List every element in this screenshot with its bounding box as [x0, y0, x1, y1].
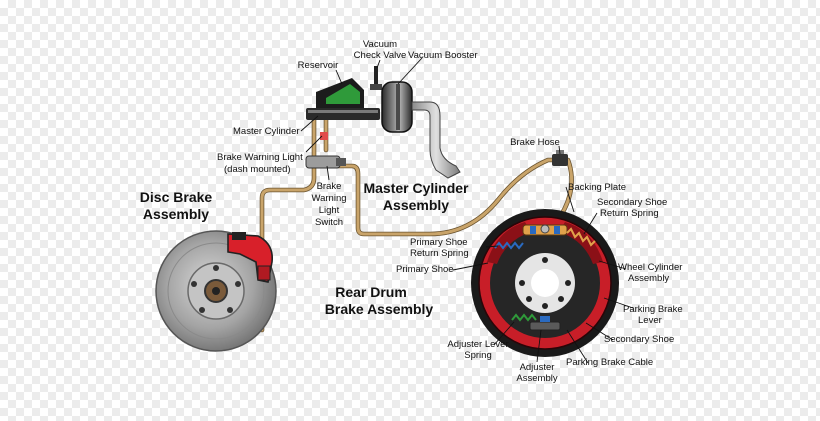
brake-pedal — [411, 101, 461, 179]
label-switch-warning: Warning — [311, 193, 346, 204]
warning-switch — [305, 155, 341, 169]
label-switch-light: Light — [319, 205, 340, 216]
brake-lines — [259, 115, 574, 333]
label-wheel-cylinder-1: Wheel Cylinder — [618, 262, 682, 273]
disc-brake-assembly — [155, 230, 277, 352]
title-brake-assembly: Brake Assembly — [325, 301, 434, 317]
title-disc-assembly: Assembly — [143, 206, 209, 222]
label-reservoir: Reservoir — [298, 60, 339, 71]
master-cylinder-assembly — [305, 66, 461, 179]
title-disc-brake: Disc Brake — [140, 189, 213, 205]
label-switch-switch: Switch — [315, 217, 343, 228]
label-parking-brake-cable: Parking Brake Cable — [566, 357, 653, 368]
label-brake-warning-light: Brake Warning Light — [217, 152, 303, 163]
secondary-shoe-return-spring — [566, 227, 596, 247]
label-backing-plate: Backing Plate — [568, 182, 626, 193]
label-primary-shoe-return-1: Primary Shoe — [410, 237, 468, 248]
rear-drum-assembly — [471, 209, 619, 357]
label-adjuster: Adjuster — [520, 362, 555, 373]
title-master-cylinder: Master Cylinder — [363, 180, 469, 196]
label-vacuum-booster: Vacuum Booster — [408, 50, 478, 61]
primary-shoe-return-spring — [494, 241, 524, 250]
label-dash-mounted: (dash mounted) — [224, 164, 291, 175]
reservoir-fluid — [326, 84, 360, 104]
title-master-assembly: Assembly — [383, 197, 449, 213]
warning-light — [320, 132, 328, 140]
label-master-cylinder: Master Cylinder — [233, 126, 300, 137]
label-adjuster-spring: Spring — [464, 350, 491, 361]
label-brake-hose: Brake Hose — [510, 137, 560, 148]
label-vacuum: Vacuum — [363, 39, 397, 50]
label-secondary-shoe-return-2: Return Spring — [600, 208, 659, 219]
label-adjuster-lever: Adjuster Lever — [447, 339, 508, 350]
master-cylinder-body — [306, 108, 380, 120]
label-parking-brake-lever-1: Parking Brake — [623, 304, 683, 315]
label-check-valve: Check Valve — [354, 50, 407, 61]
leader-lines — [300, 57, 634, 364]
label-secondary-shoe: Secondary Shoe — [604, 334, 674, 345]
label-wheel-cylinder-2: Assembly — [628, 273, 669, 284]
label-primary-shoe-return-2: Return Spring — [410, 248, 469, 259]
title-rear-drum: Rear Drum — [335, 284, 407, 300]
label-adjuster-assembly: Assembly — [516, 373, 557, 384]
label-parking-brake-lever-2: Lever — [638, 315, 662, 326]
vacuum-check-valve — [374, 66, 378, 86]
adjuster-lever-spring — [511, 313, 537, 322]
label-secondary-shoe-return-1: Secondary Shoe — [597, 197, 667, 208]
label-switch-brake: Brake — [317, 181, 342, 192]
adjuster-assembly — [529, 321, 561, 331]
label-primary-shoe: Primary Shoe — [396, 264, 454, 275]
